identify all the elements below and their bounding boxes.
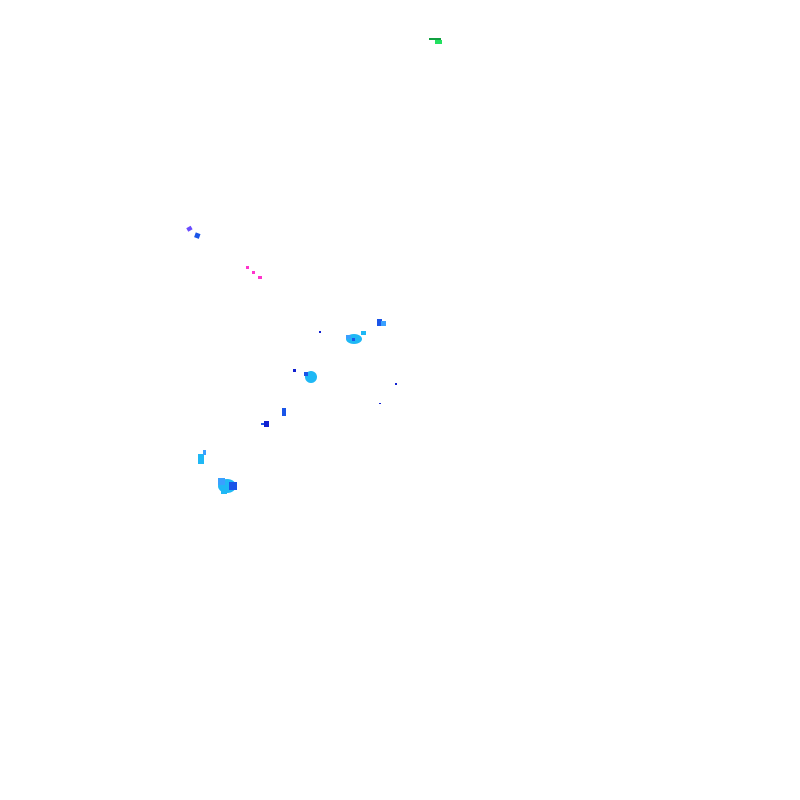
echo-cell-green bbox=[429, 38, 442, 44]
echo-speck-3 bbox=[379, 383, 397, 404]
echo-cell-southwest bbox=[198, 450, 206, 464]
echo-cell-central bbox=[346, 331, 366, 344]
echo-speck-2 bbox=[293, 369, 296, 372]
echo-cell-magenta bbox=[246, 266, 262, 279]
echo-cell-northeast bbox=[377, 319, 386, 326]
echo-cell-south bbox=[218, 478, 237, 494]
echo-cell-west-small bbox=[261, 421, 269, 427]
echo-cell-violet bbox=[186, 225, 201, 239]
echo-cell-west bbox=[282, 408, 286, 416]
echo-cell-middle bbox=[304, 371, 317, 383]
echo-speck-1 bbox=[319, 331, 321, 333]
